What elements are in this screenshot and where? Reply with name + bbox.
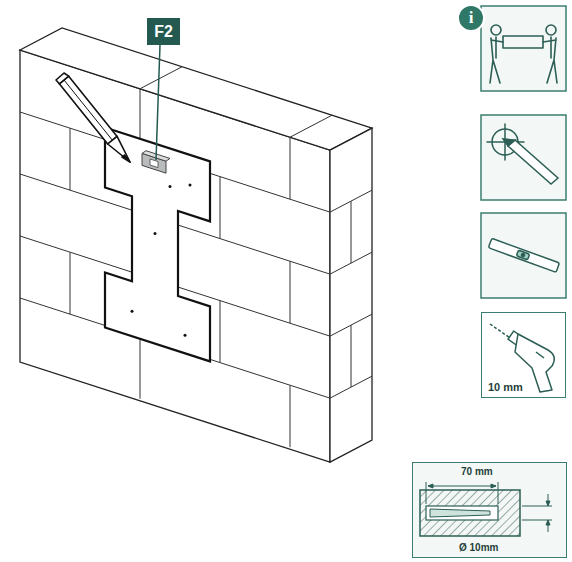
dimension-text: 10 mm xyxy=(488,381,523,393)
leader-line xyxy=(156,45,160,160)
callout-label: F2 xyxy=(147,18,180,45)
dimension-text: 70 mm xyxy=(461,466,493,477)
hole-mark xyxy=(131,310,134,313)
paper-template xyxy=(105,127,210,361)
callout-number: F2 xyxy=(154,23,173,41)
dimension-panel: 70 mm Ø 10mm xyxy=(412,462,567,558)
marking-icon xyxy=(481,115,566,200)
info-symbol: i xyxy=(469,8,474,28)
dimension-text: Ø 10mm xyxy=(459,542,498,553)
hole-mark xyxy=(169,185,172,188)
two-person-icon xyxy=(481,6,566,91)
hole-mark xyxy=(184,334,187,337)
drill-hole-section xyxy=(412,462,567,558)
info-badge: i xyxy=(457,4,485,32)
spirit-level-icon xyxy=(481,213,566,298)
brick-wall xyxy=(20,28,372,462)
hole-mark xyxy=(154,232,157,235)
hole-mark xyxy=(189,183,192,186)
drill-panel: 10 mm xyxy=(481,312,566,398)
pencil xyxy=(56,73,130,162)
